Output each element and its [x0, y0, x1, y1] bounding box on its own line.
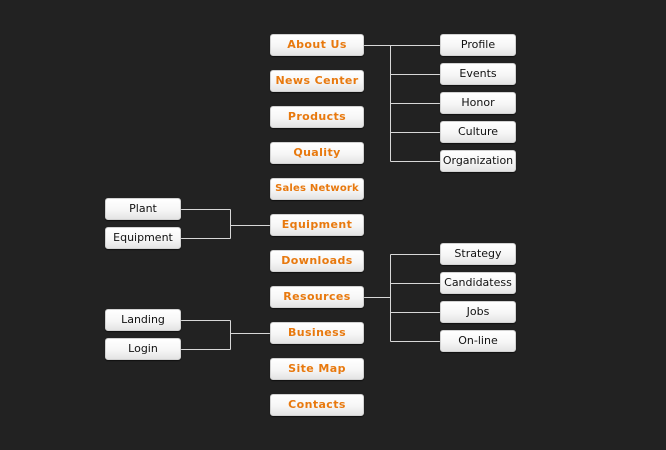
menu-item-about-us[interactable]: About Us — [270, 34, 364, 56]
menu-item-resources[interactable]: Resources — [270, 286, 364, 308]
submenu-item-candidatess[interactable]: Candidatess — [440, 272, 516, 294]
submenu-item-login[interactable]: Login — [105, 338, 181, 360]
submenu-item-jobs[interactable]: Jobs — [440, 301, 516, 323]
menu-item-products[interactable]: Products — [270, 106, 364, 128]
submenu-item-events[interactable]: Events — [440, 63, 516, 85]
menu-item-equipment[interactable]: Equipment — [270, 214, 364, 236]
submenu-item-strategy[interactable]: Strategy — [440, 243, 516, 265]
submenu-item-on-line[interactable]: On-line — [440, 330, 516, 352]
menu-item-downloads[interactable]: Downloads — [270, 250, 364, 272]
menu-item-sales-network[interactable]: Sales Network — [270, 178, 364, 200]
submenu-item-honor[interactable]: Honor — [440, 92, 516, 114]
menu-item-site-map[interactable]: Site Map — [270, 358, 364, 380]
submenu-item-landing[interactable]: Landing — [105, 309, 181, 331]
submenu-item-equipment[interactable]: Equipment — [105, 227, 181, 249]
submenu-item-plant[interactable]: Plant — [105, 198, 181, 220]
menu-item-news-center[interactable]: News Center — [270, 70, 364, 92]
menu-item-business[interactable]: Business — [270, 322, 364, 344]
menu-item-quality[interactable]: Quality — [270, 142, 364, 164]
submenu-item-organization[interactable]: Organization — [440, 150, 516, 172]
submenu-item-culture[interactable]: Culture — [440, 121, 516, 143]
menu-item-contacts[interactable]: Contacts — [270, 394, 364, 416]
submenu-item-profile[interactable]: Profile — [440, 34, 516, 56]
